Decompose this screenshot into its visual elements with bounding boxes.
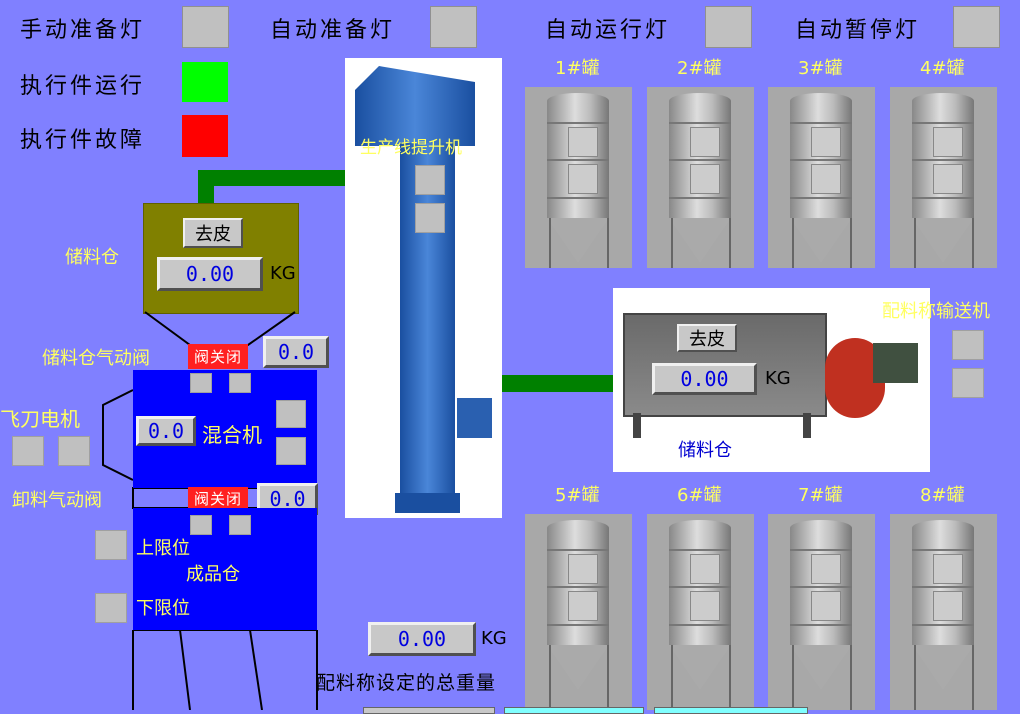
auto-ready-lamp: [430, 6, 477, 48]
tank-silo: [890, 87, 997, 268]
tank-status-2: [933, 591, 963, 621]
manual-ready-label: 手动准备灯: [20, 18, 146, 43]
feed-pipe-down: [198, 170, 214, 203]
auto-pause-label: 自动暂停灯: [795, 18, 921, 43]
total-weight-unit: KG: [481, 628, 507, 649]
product-bin-label: 成品仓: [186, 564, 240, 585]
product-bin-status-2: [229, 515, 251, 535]
conveyor-label: 配料称输送机: [882, 301, 990, 322]
mixer-status-2: [229, 373, 251, 393]
storage-weight-display: 0.00: [157, 257, 263, 291]
tank-silo: [525, 87, 632, 268]
mixer-status-1: [190, 373, 212, 393]
product-bin-status-1: [190, 515, 212, 535]
bin-valve-label: 储料仓气动阀: [42, 348, 150, 369]
storage-weight-unit: KG: [270, 263, 296, 284]
tank-status-2: [811, 164, 841, 194]
total-weight-label: 配料称设定的总重量: [316, 672, 497, 694]
bottom-button-2[interactable]: [504, 707, 644, 714]
conveyor-weight-unit: KG: [765, 368, 791, 389]
tank-status-1: [811, 554, 841, 584]
tank-silo: [647, 514, 754, 710]
auto-run-lamp: [705, 6, 752, 48]
tank-status-1: [690, 554, 720, 584]
elevator-status-1: [415, 165, 445, 195]
feed-pipe: [198, 170, 362, 186]
tank-status-1: [568, 554, 598, 584]
conveyor-status-1: [952, 330, 984, 360]
tank-label: 1#罐: [555, 58, 600, 79]
tank-silo: [647, 87, 754, 268]
product-bin: [133, 508, 317, 630]
mixer-status-4: [276, 437, 306, 465]
tank-silo: [890, 514, 997, 710]
tank-status-1: [811, 127, 841, 157]
manual-ready-lamp: [182, 6, 229, 48]
knife-motor-label: 飞刀电机: [0, 407, 80, 431]
tank-silo: [525, 514, 632, 710]
actuator-run-lamp: [182, 62, 228, 102]
actuator-fault-lamp: [182, 115, 228, 157]
tank-status-1: [933, 127, 963, 157]
tank-status-2: [568, 591, 598, 621]
tank-silo: [768, 514, 875, 710]
actuator-fault-label: 执行件故障: [20, 128, 146, 153]
knife-motor-status-1: [12, 436, 44, 466]
conveyor-status-2: [952, 368, 984, 398]
tank-label: 5#罐: [555, 485, 600, 506]
total-weight-display[interactable]: 0.00: [368, 622, 476, 656]
tank-label: 8#罐: [920, 485, 965, 506]
tank-status-2: [690, 591, 720, 621]
bin-valve-state[interactable]: 阀关闭: [188, 344, 248, 369]
tank-status-2: [933, 164, 963, 194]
storage-tare-button[interactable]: 去皮: [183, 218, 243, 248]
knife-motor-status-2: [58, 436, 90, 466]
tank-status-2: [811, 591, 841, 621]
conveyor-weight-display: 0.00: [652, 363, 757, 395]
discharge-valve-label: 卸料气动阀: [12, 490, 102, 511]
discharge-valve-state[interactable]: 阀关闭: [188, 487, 248, 509]
mixer-value[interactable]: 0.0: [136, 416, 196, 446]
tank-status-1: [933, 554, 963, 584]
bin-valve-value[interactable]: 0.0: [263, 336, 329, 368]
tank-label: 4#罐: [920, 58, 965, 79]
tank-status-1: [690, 127, 720, 157]
auto-pause-lamp: [953, 6, 1000, 48]
tank-status-2: [568, 164, 598, 194]
lower-limit-label: 下限位: [136, 598, 190, 619]
bucket-elevator-image: [345, 58, 502, 518]
conveyor-pipe: [468, 375, 615, 392]
upper-limit-label: 上限位: [136, 538, 190, 559]
mixer-label: 混合机: [202, 423, 262, 447]
tank-label: 6#罐: [677, 485, 722, 506]
auto-run-label: 自动运行灯: [545, 18, 671, 43]
tank-label: 2#罐: [677, 58, 722, 79]
actuator-run-label: 执行件运行: [20, 74, 146, 99]
lower-limit-lamp: [95, 593, 127, 623]
conveyor-bin-label: 储料仓: [678, 440, 732, 461]
bottom-button-3[interactable]: [654, 707, 808, 714]
storage-bin-label: 储料仓: [65, 247, 119, 268]
conveyor-tare-button[interactable]: 去皮: [677, 324, 737, 352]
elevator-status-2: [415, 203, 445, 233]
tank-label: 7#罐: [798, 485, 843, 506]
elevator-label: 生产线提升机: [360, 138, 462, 158]
tank-status-2: [690, 164, 720, 194]
tank-label: 3#罐: [798, 58, 843, 79]
bottom-button-1[interactable]: [363, 707, 495, 714]
tank-status-1: [568, 127, 598, 157]
upper-limit-lamp: [95, 530, 127, 560]
auto-ready-label: 自动准备灯: [270, 18, 396, 43]
tank-silo: [768, 87, 875, 268]
mixer-status-3: [276, 400, 306, 428]
